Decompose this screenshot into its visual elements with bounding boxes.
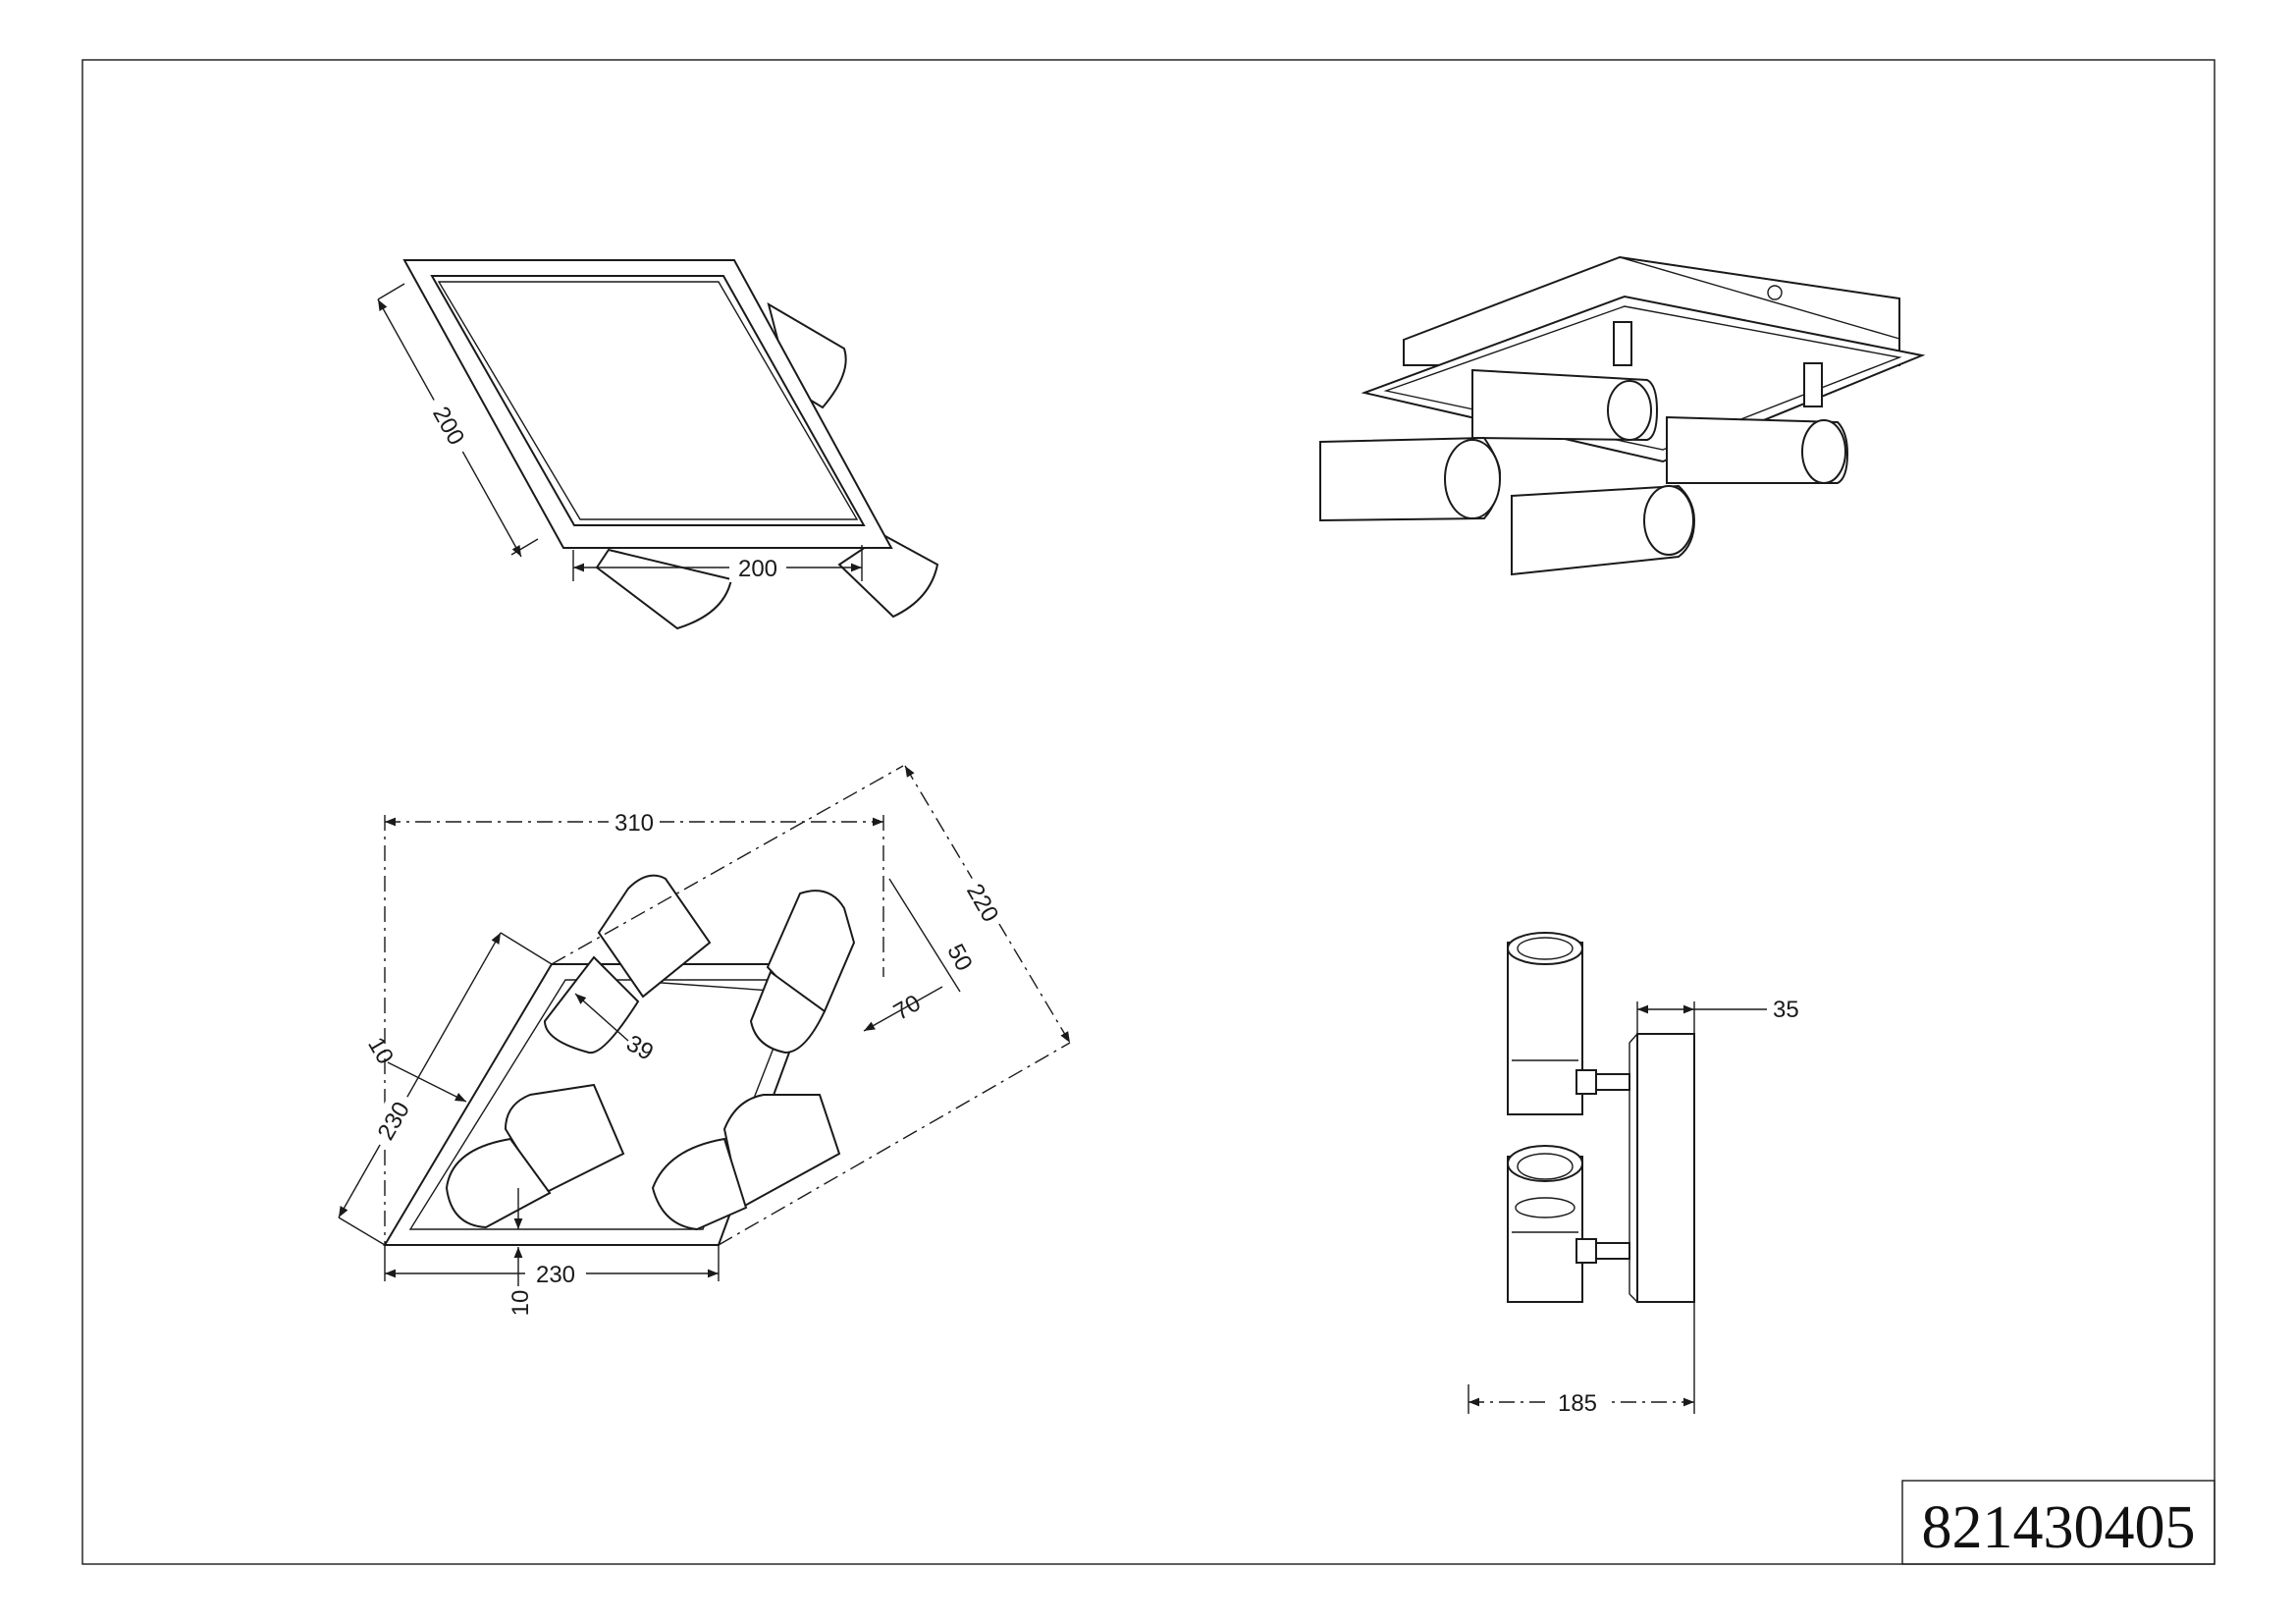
plan-view: 310 220 50 70 39 10 [338,765,1071,1316]
dim-plan-frame-inset-bottom: 10 [507,1188,534,1316]
dim-plan-head-offset: 70 [863,986,943,1032]
svg-text:200: 200 [738,556,777,582]
svg-text:70: 70 [889,990,926,1026]
dim-top-view-width: 200 [572,545,863,582]
dim-plan-frame-inset-left: 10 [362,1033,467,1103]
side-view-plate [1636,1033,1695,1303]
dim-plan-diagonal: 220 [904,765,1071,1044]
side-view-spot-upper [1507,932,1630,1115]
dim-plan-base-width: 230 [384,1245,720,1288]
product-code: 821430405 [1922,1494,2196,1561]
top-view-panel-inner [430,275,866,526]
side-view: 35 185 [1468,932,1799,1417]
title-block: 821430405 [1901,1480,2216,1565]
top-view: 200 200 [377,259,939,630]
svg-text:10: 10 [507,1290,534,1317]
top-view-panel-inner-line [437,281,859,520]
sheet-border [81,59,2216,1565]
side-view-spot-lower [1507,1145,1630,1303]
svg-text:10: 10 [362,1033,399,1069]
dim-plan-side: 230 [338,932,553,1246]
svg-text:230: 230 [536,1262,575,1288]
perspective-spot-heads [1319,368,1849,576]
svg-text:185: 185 [1558,1390,1597,1417]
svg-text:310: 310 [614,810,654,837]
dim-side-depth: 35 [1636,997,1799,1034]
perspective-view [1319,255,1926,576]
plan-spot-heads [445,874,856,1231]
svg-text:35: 35 [1773,997,1799,1023]
dim-side-height: 185 [1468,1302,1695,1417]
dim-plan-overall-width: 310 [385,806,883,838]
